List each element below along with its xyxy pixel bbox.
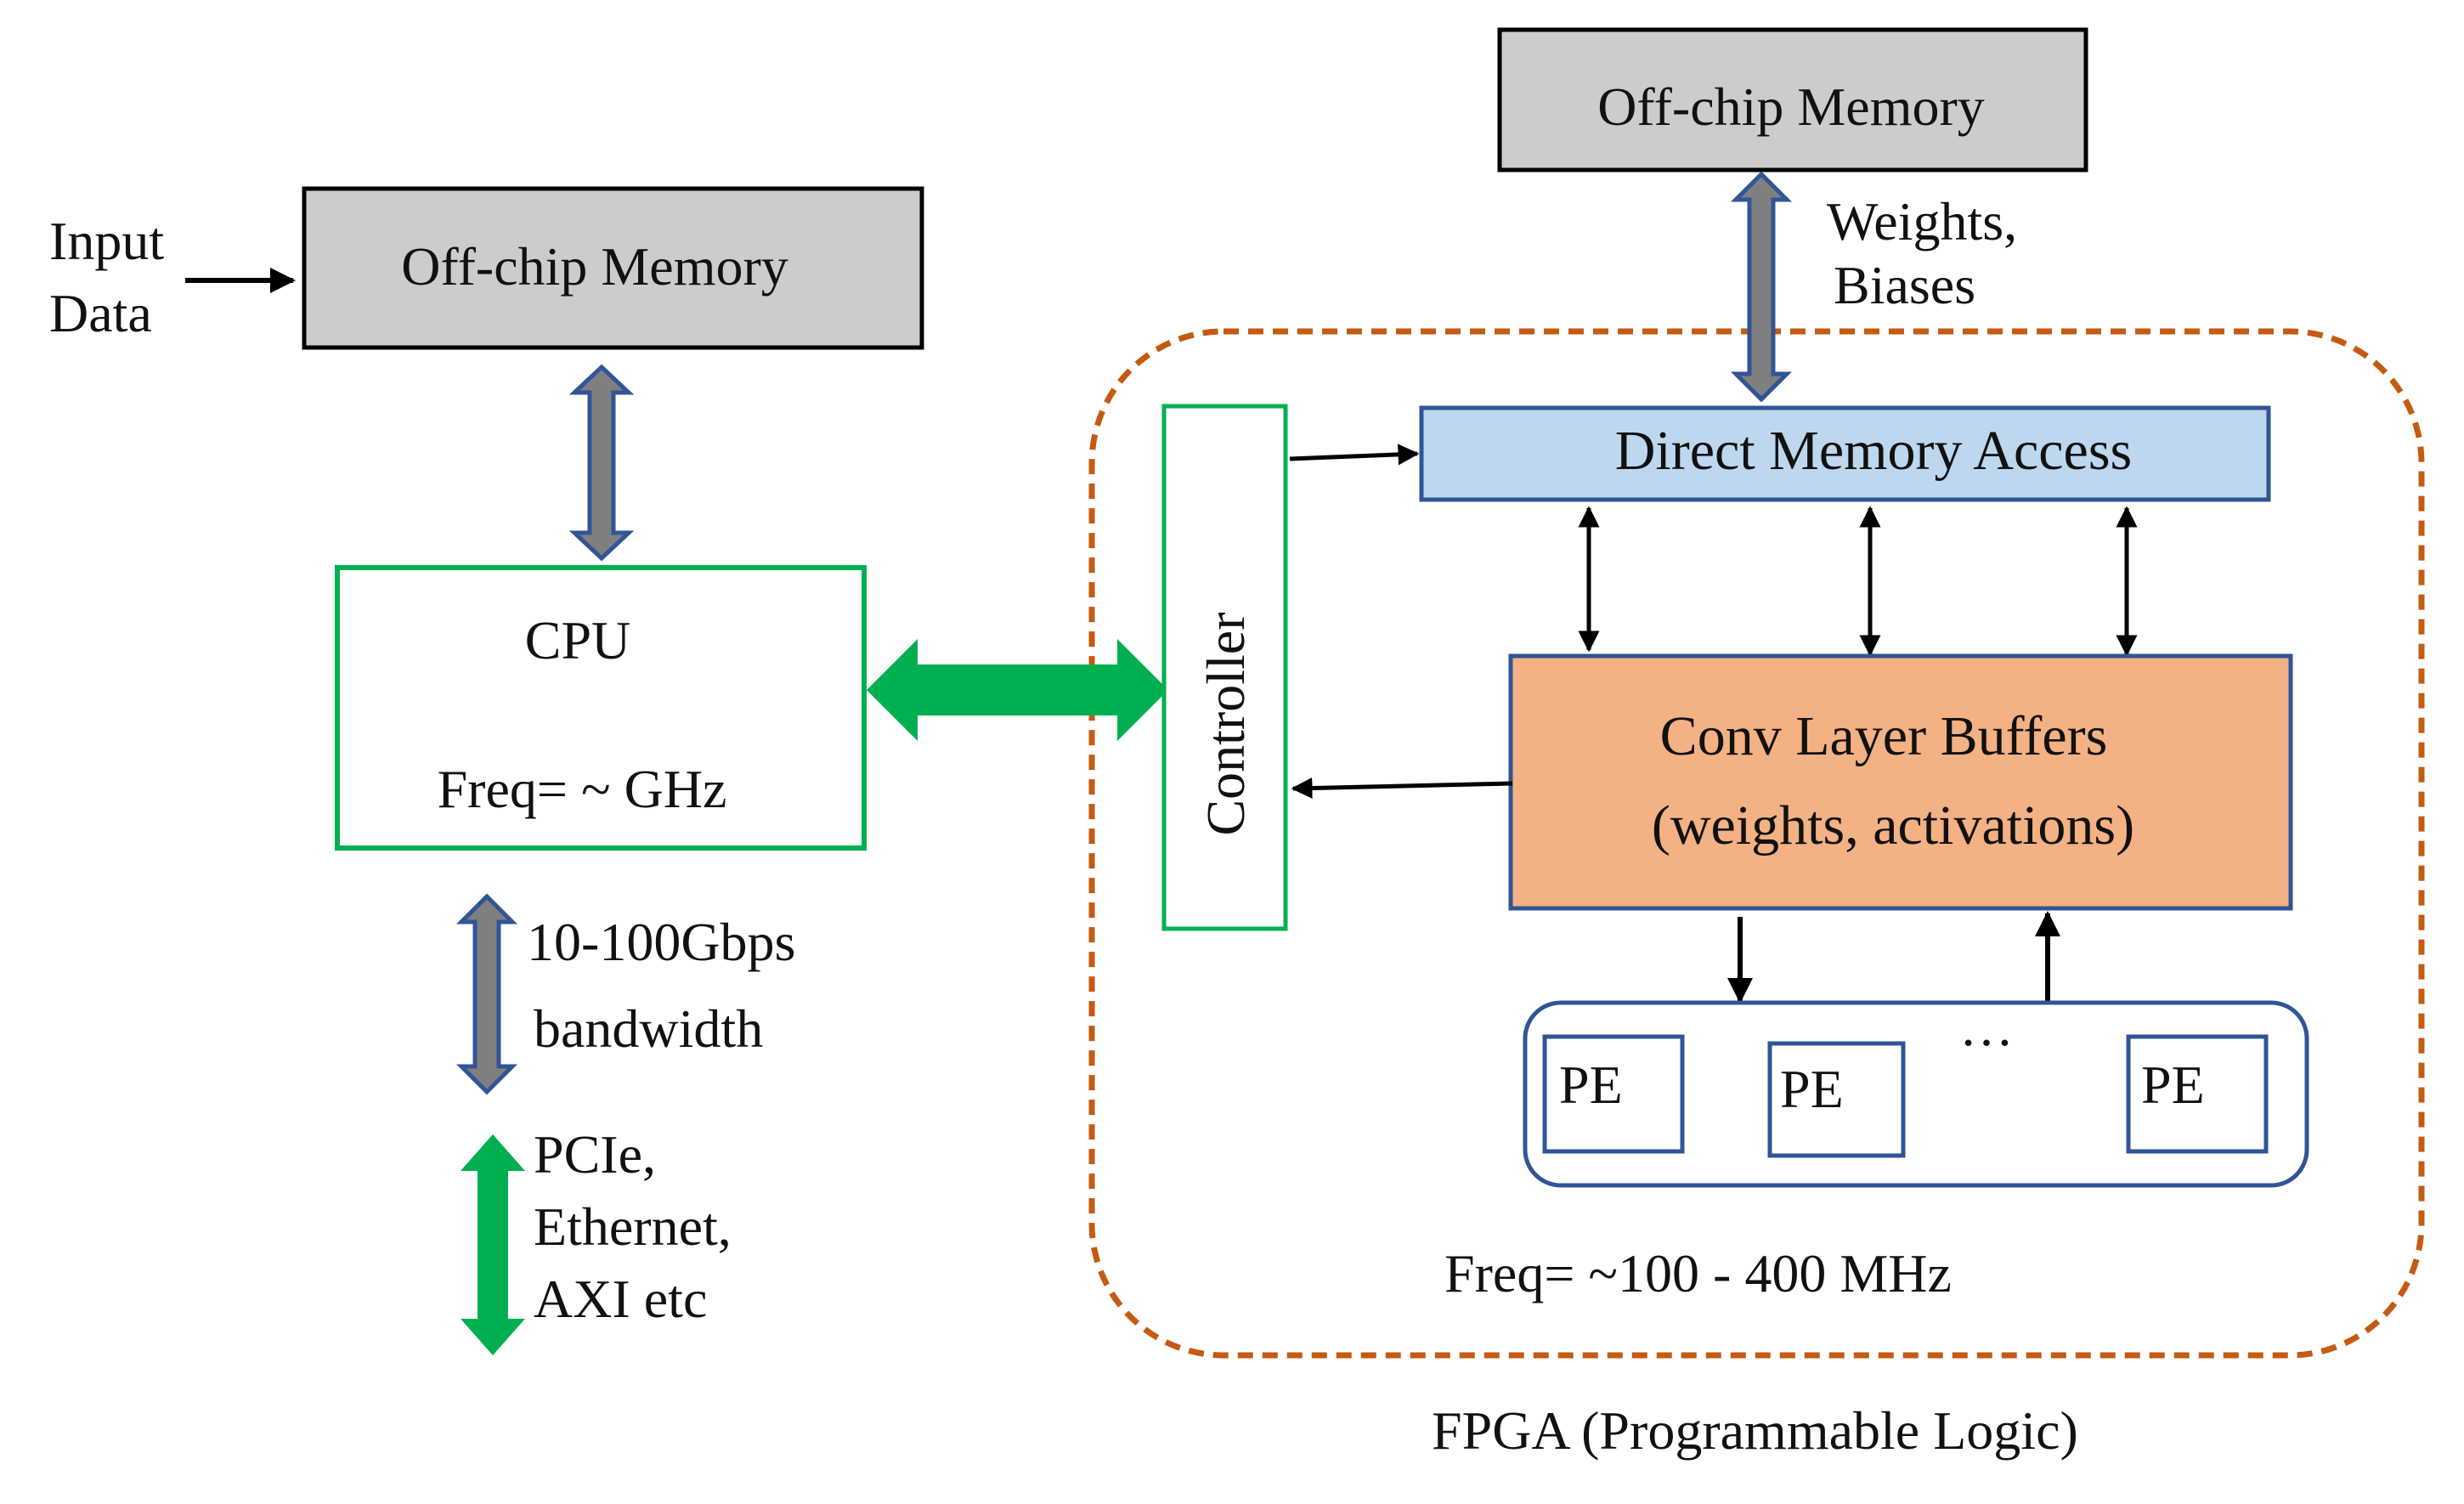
- conv-controller-arrow: [1291, 777, 1513, 799]
- conv-layer-buffers-title: Conv Layer Buffers: [1660, 705, 2108, 767]
- bandwidth-label-line2: bandwidth: [534, 998, 763, 1059]
- interface-label-line2: Ethernet,: [534, 1196, 732, 1257]
- controller-label: Controller: [1195, 612, 1256, 835]
- weights-double-arrow: [1730, 171, 1793, 403]
- interface-label-line1: PCIe,: [534, 1124, 656, 1185]
- left-offchip-memory-box: [302, 186, 924, 350]
- pe-array-box: [1523, 1000, 2309, 1188]
- dma-label: Direct Memory Access: [1615, 420, 2132, 482]
- pe-box-2: [1767, 1041, 1906, 1158]
- pe-box-3: [2126, 1034, 2269, 1154]
- cpu-freq: Freq= ~ GHz: [438, 759, 727, 819]
- fpga-title-label: FPGA (Programmable Logic): [1432, 1400, 2078, 1461]
- interface-double-arrow: [461, 1134, 525, 1355]
- pe-box-1: [1542, 1034, 1685, 1154]
- fpga-freq-label: Freq= ~100 - 400 MHz: [1444, 1243, 1952, 1303]
- weights-label-line1: Weights,: [1827, 191, 2017, 252]
- pe-label-3: PE: [2141, 1054, 2205, 1115]
- memory-cpu-double-arrow: [568, 364, 635, 562]
- input-data-label-line2: Data: [49, 283, 152, 343]
- cpu-box: [335, 565, 867, 851]
- pe-label-2: PE: [1780, 1059, 1844, 1119]
- controller-dma-arrow: [1289, 444, 1420, 466]
- fpga-region: [1088, 328, 2425, 1359]
- input-data-label-line1: Input: [49, 211, 164, 271]
- cpu-title: CPU: [525, 610, 631, 670]
- conv-layer-buffers-box: [1508, 653, 2293, 911]
- left-offchip-memory-label: Off-chip Memory: [401, 236, 788, 297]
- pe-ellipsis: …: [1959, 997, 2014, 1057]
- dma-box: [1419, 405, 2271, 502]
- conv-layer-buffers-subtitle: (weights, activations): [1652, 794, 2134, 857]
- interface-label-line3: AXI etc: [534, 1269, 707, 1329]
- controller-box: [1161, 404, 1288, 931]
- cpu-controller-bus-arrow: [867, 639, 1168, 741]
- bandwidth-double-arrow: [455, 893, 518, 1095]
- bandwidth-label-line1: 10-100Gbps: [527, 912, 795, 972]
- pe-label-1: PE: [1559, 1054, 1623, 1115]
- top-offchip-memory-box: [1497, 27, 2088, 172]
- weights-label-line2: Biases: [1834, 255, 1975, 315]
- top-offchip-memory-label: Off-chip Memory: [1597, 76, 1985, 137]
